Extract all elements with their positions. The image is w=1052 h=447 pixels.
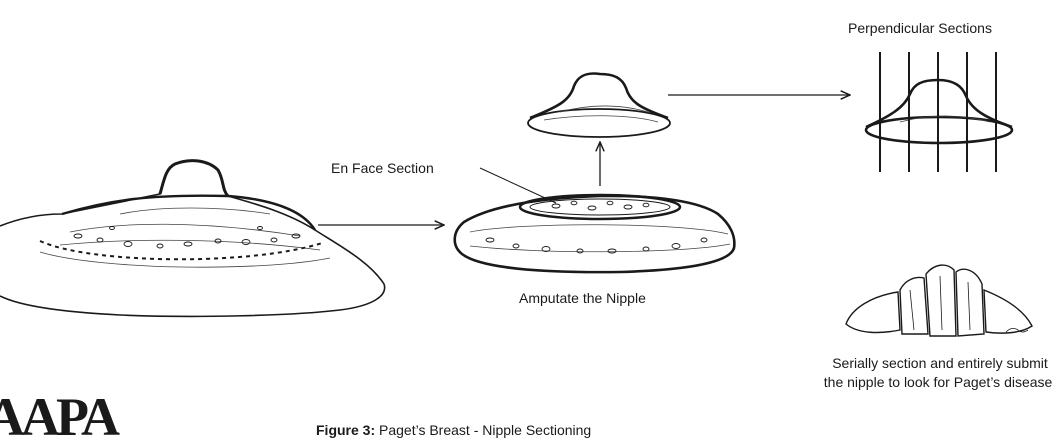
amputation-line [39,240,323,261]
serial-section-label: Serially section and entirely submit the… [823,355,1052,390]
amputated-breast-illustration [453,193,736,274]
diagram-canvas [0,52,1033,337]
amputate-nipple-label: Amputate the Nipple [519,290,646,306]
en-face-section-label: En Face Section [331,160,434,176]
detached-nipple-illustration [527,72,671,138]
breast-outline [0,159,386,318]
caption-text: Paget’s Breast - Nipple Sectioning [375,422,592,438]
serial-slices-illustration [845,264,1033,337]
perpendicular-sections-illustration [864,52,1014,172]
perpendicular-sections-label: Perpendicular Sections [848,20,992,36]
figure-caption: Figure 3: Paget’s Breast - Nipple Sectio… [316,422,591,438]
section-lines [879,52,997,172]
en-face-pointer [479,167,557,204]
en-face-disc [518,193,682,221]
breast-illustration [0,159,386,318]
aapa-logo: AAPA [0,387,120,447]
caption-prefix: Figure 3: [316,422,376,438]
